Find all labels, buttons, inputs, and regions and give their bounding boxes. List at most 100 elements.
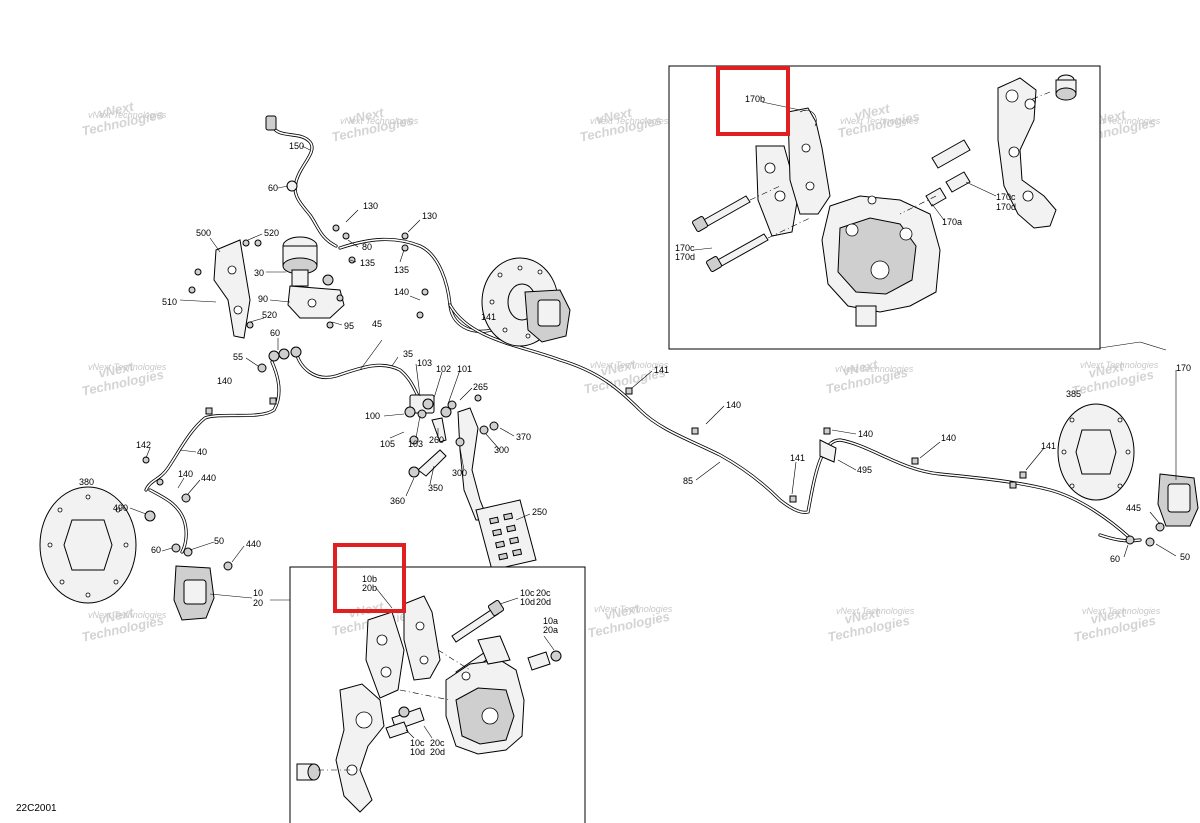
watermark-line1: vNext <box>97 99 135 121</box>
callout-35: 35 <box>403 349 413 359</box>
callout-40: 40 <box>197 447 207 457</box>
watermark-inline: vNext Technologies <box>1082 606 1161 616</box>
callout-440: 440 <box>201 473 216 483</box>
watermark-line1: vNext <box>97 359 135 381</box>
brake-lines <box>144 122 1142 554</box>
highlight-box-10b-20b <box>333 543 406 613</box>
inset-front-caliper-detail: vNext Technologies <box>289 543 586 823</box>
callout-495: 495 <box>857 465 872 475</box>
caliper-mounting-bracket <box>997 77 1057 229</box>
callout-141: 141 <box>1041 441 1056 451</box>
callout-103: 103 <box>408 439 423 449</box>
bushing <box>296 763 321 781</box>
callout-170: 170 <box>1176 363 1191 373</box>
leader-lines <box>129 145 1177 601</box>
callout-140: 140 <box>726 400 741 410</box>
callout-170d: 170d <box>996 202 1016 212</box>
callout-10c: 10c <box>410 738 425 748</box>
watermark-line1: vNext <box>97 605 135 627</box>
callout-500: 500 <box>196 228 211 238</box>
front-right-caliper <box>524 289 571 343</box>
caliper-mounting-bracket <box>335 683 385 813</box>
callout-10: 10 <box>253 588 263 598</box>
callout-20d: 20d <box>536 597 551 607</box>
callout-140: 140 <box>178 469 193 479</box>
callout-141: 141 <box>790 453 805 463</box>
callout-380: 380 <box>79 477 94 487</box>
callout-labels: 150 60 130 130 80 135 135 500 520 510 30… <box>79 141 1191 608</box>
callout-20c: 20c <box>536 588 551 598</box>
watermark-inline: vNext Technologies <box>1080 360 1159 370</box>
callout-170b: 170b <box>745 94 765 104</box>
clip-495 <box>819 439 837 463</box>
callout-103: 103 <box>417 358 432 368</box>
front-left-caliper <box>173 565 215 621</box>
callout-60: 60 <box>268 183 278 193</box>
watermark-inline: vNext Technologies <box>590 360 669 370</box>
fitting-60 <box>286 180 298 192</box>
callout-10a: 10a <box>543 616 558 626</box>
callout-300: 300 <box>452 468 467 478</box>
callout-10d: 10d <box>520 597 535 607</box>
callout-10d: 10d <box>410 747 425 757</box>
brake-pedal-assembly <box>404 394 499 521</box>
callout-445: 445 <box>1126 503 1141 513</box>
callout-490: 490 <box>113 503 128 513</box>
callout-170d: 170d <box>675 252 695 262</box>
callout-60: 60 <box>1110 554 1120 564</box>
master-cylinder <box>282 236 345 319</box>
watermark-inline: vNext Technologies <box>1082 116 1161 126</box>
watermark-inline: vNext Technologies <box>88 610 167 620</box>
watermark-inline: vNext Technologies <box>594 604 673 614</box>
watermark-line1: vNext <box>347 105 385 127</box>
watermark-inline: vNext Technologies <box>88 110 167 120</box>
callout-350: 350 <box>428 483 443 493</box>
watermark-inline: vNext Technologies <box>835 364 914 374</box>
callout-80: 80 <box>362 242 372 252</box>
callout-135: 135 <box>360 258 375 268</box>
callout-142: 142 <box>136 440 151 450</box>
callout-300: 300 <box>494 445 509 455</box>
callout-265: 265 <box>473 382 488 392</box>
callout-60: 60 <box>270 328 280 338</box>
callout-130: 130 <box>363 201 378 211</box>
highlight-box-170b <box>716 66 790 136</box>
callout-520: 520 <box>264 228 279 238</box>
watermark-layer: vNext Technologies vNext Technologies vN… <box>80 99 1161 645</box>
callout-20c: 20c <box>430 738 445 748</box>
main-parts <box>39 115 1199 621</box>
callout-250: 250 <box>532 507 547 517</box>
watermark-inline: vNext Technologies <box>590 116 669 126</box>
callout-10c: 10c <box>520 588 535 598</box>
callout-140: 140 <box>858 429 873 439</box>
watermark-line1: vNext <box>595 105 633 127</box>
callout-150: 150 <box>289 141 304 151</box>
watermark-line1: vNext <box>841 357 879 379</box>
callout-135: 135 <box>394 265 409 275</box>
callout-520: 520 <box>262 310 277 320</box>
callout-20d: 20d <box>430 747 445 757</box>
callout-50: 50 <box>214 536 224 546</box>
callout-170c: 170c <box>675 243 695 253</box>
caliper-bolts <box>692 195 769 272</box>
watermark-line1: vNext <box>843 605 881 627</box>
callout-10b: 10b <box>362 574 377 584</box>
callout-140: 140 <box>941 433 956 443</box>
watermark-line1: vNext <box>1089 605 1127 627</box>
bleed-bolts <box>925 139 971 207</box>
callout-130: 130 <box>422 211 437 221</box>
rear-disc <box>1057 403 1135 501</box>
callout-20a: 20a <box>543 625 558 635</box>
callout-85: 85 <box>683 476 693 486</box>
watermark-line1: vNext <box>603 601 641 623</box>
watermark-inline: vNext Technologies <box>840 116 919 126</box>
callout-360: 360 <box>390 496 405 506</box>
callout-100: 100 <box>365 411 380 421</box>
caliper-body <box>445 635 525 755</box>
callout-101: 101 <box>457 364 472 374</box>
callout-60: 60 <box>151 545 161 555</box>
callout-141: 141 <box>654 365 669 375</box>
callout-385: 385 <box>1066 389 1081 399</box>
watermark-inline: vNext Technologies <box>88 362 167 372</box>
callout-370: 370 <box>516 432 531 442</box>
